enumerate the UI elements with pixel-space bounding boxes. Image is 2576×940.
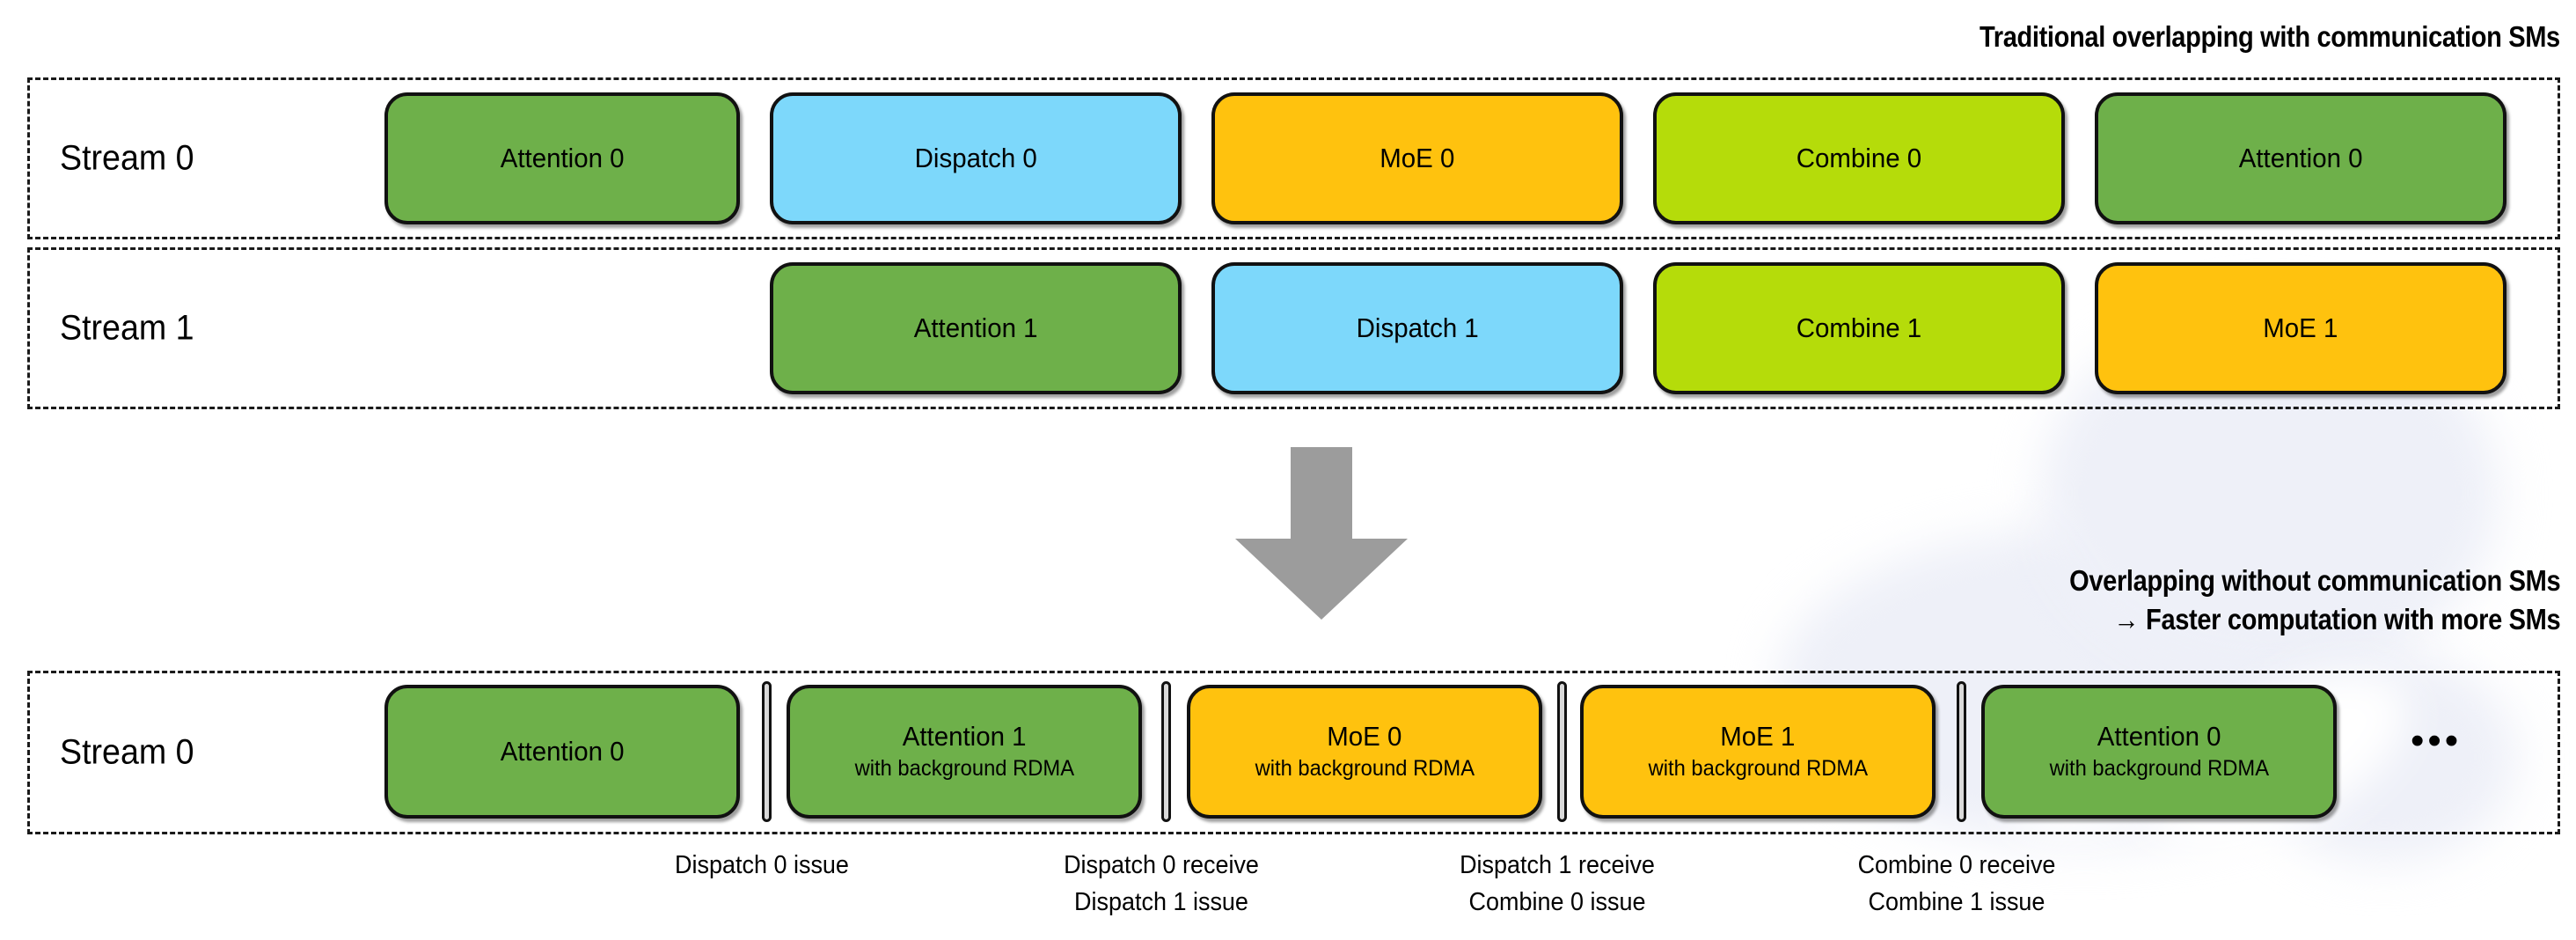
task-block-traditional-stream0-0: Attention 0 xyxy=(384,92,740,224)
lane-traditional-stream-1: Stream 1 xyxy=(27,247,2560,409)
event-caption-1: Dispatch 0 receive Dispatch 1 issue xyxy=(1064,851,1259,916)
lane-traditional-stream-0: Stream 0 xyxy=(27,77,2560,239)
block-title: MoE 0 xyxy=(1379,143,1455,173)
traditional-section-heading: Traditional overlapping with communicati… xyxy=(1980,20,2560,53)
block-title: Combine 1 xyxy=(1796,312,1922,343)
block-separator-0 xyxy=(762,681,772,822)
block-separator-2 xyxy=(1557,681,1567,822)
task-block-traditional-stream1-3: Combine 1 xyxy=(1653,262,2065,394)
block-title: Attention 0 xyxy=(2238,143,2363,173)
task-block-optimized-stream0-4: Attention 0 with background RDMA xyxy=(1981,685,2337,819)
block-title: Attention 0 xyxy=(500,736,625,767)
block-subtitle: with background RDMA xyxy=(1648,756,1868,781)
task-block-optimized-stream0-1: Attention 1 with background RDMA xyxy=(787,685,1142,819)
block-title: MoE 0 xyxy=(1327,721,1402,752)
task-block-optimized-stream0-3: MoE 1 with background RDMA xyxy=(1580,685,1936,819)
event-caption-0: Dispatch 0 issue xyxy=(675,851,849,879)
block-subtitle: with background RDMA xyxy=(2049,756,2269,781)
block-title: Attention 0 xyxy=(2097,721,2221,752)
lane-label-stream-0-traditional: Stream 0 xyxy=(60,138,194,178)
block-title: Attention 1 xyxy=(902,721,1027,752)
block-separator-1 xyxy=(1161,681,1171,822)
block-title: Combine 0 xyxy=(1796,143,1922,173)
task-block-traditional-stream0-2: MoE 0 xyxy=(1211,92,1623,224)
block-title: MoE 1 xyxy=(2263,312,2338,343)
block-subtitle: with background RDMA xyxy=(1255,756,1475,781)
block-title: Dispatch 0 xyxy=(914,143,1037,173)
optimized-section-heading: Overlapping without communication SMs → … xyxy=(2068,564,2560,635)
event-caption-2: Dispatch 1 receive Combine 0 issue xyxy=(1460,851,1655,916)
block-title: Attention 0 xyxy=(500,143,625,173)
lane-optimized-stream-0: Stream 0 xyxy=(27,671,2560,834)
block-separator-3 xyxy=(1957,681,1966,822)
event-caption-3: Combine 0 receive Combine 1 issue xyxy=(1857,851,2056,916)
task-block-traditional-stream1-1: Dispatch 1 xyxy=(1211,262,1623,394)
lane-label-stream-0-optimized: Stream 0 xyxy=(60,732,194,772)
task-block-traditional-stream0-4: Attention 0 xyxy=(2095,92,2506,224)
block-subtitle: with background RDMA xyxy=(854,756,1074,781)
task-block-traditional-stream0-1: Dispatch 0 xyxy=(770,92,1182,224)
task-block-traditional-stream0-3: Combine 0 xyxy=(1653,92,2065,224)
task-block-optimized-stream0-0: Attention 0 xyxy=(384,685,740,819)
continuation-ellipsis: ••• xyxy=(2411,719,2463,762)
lane-label-stream-1-traditional: Stream 1 xyxy=(60,308,194,348)
task-block-traditional-stream1-0: Attention 1 xyxy=(770,262,1182,394)
block-title: Dispatch 1 xyxy=(1356,312,1479,343)
block-title: Attention 1 xyxy=(913,312,1038,343)
block-title: MoE 1 xyxy=(1720,721,1796,752)
arrow-down-icon xyxy=(1235,447,1408,620)
task-block-optimized-stream0-2: MoE 0 with background RDMA xyxy=(1187,685,1542,819)
task-block-traditional-stream1-2: MoE 1 xyxy=(2095,262,2506,394)
